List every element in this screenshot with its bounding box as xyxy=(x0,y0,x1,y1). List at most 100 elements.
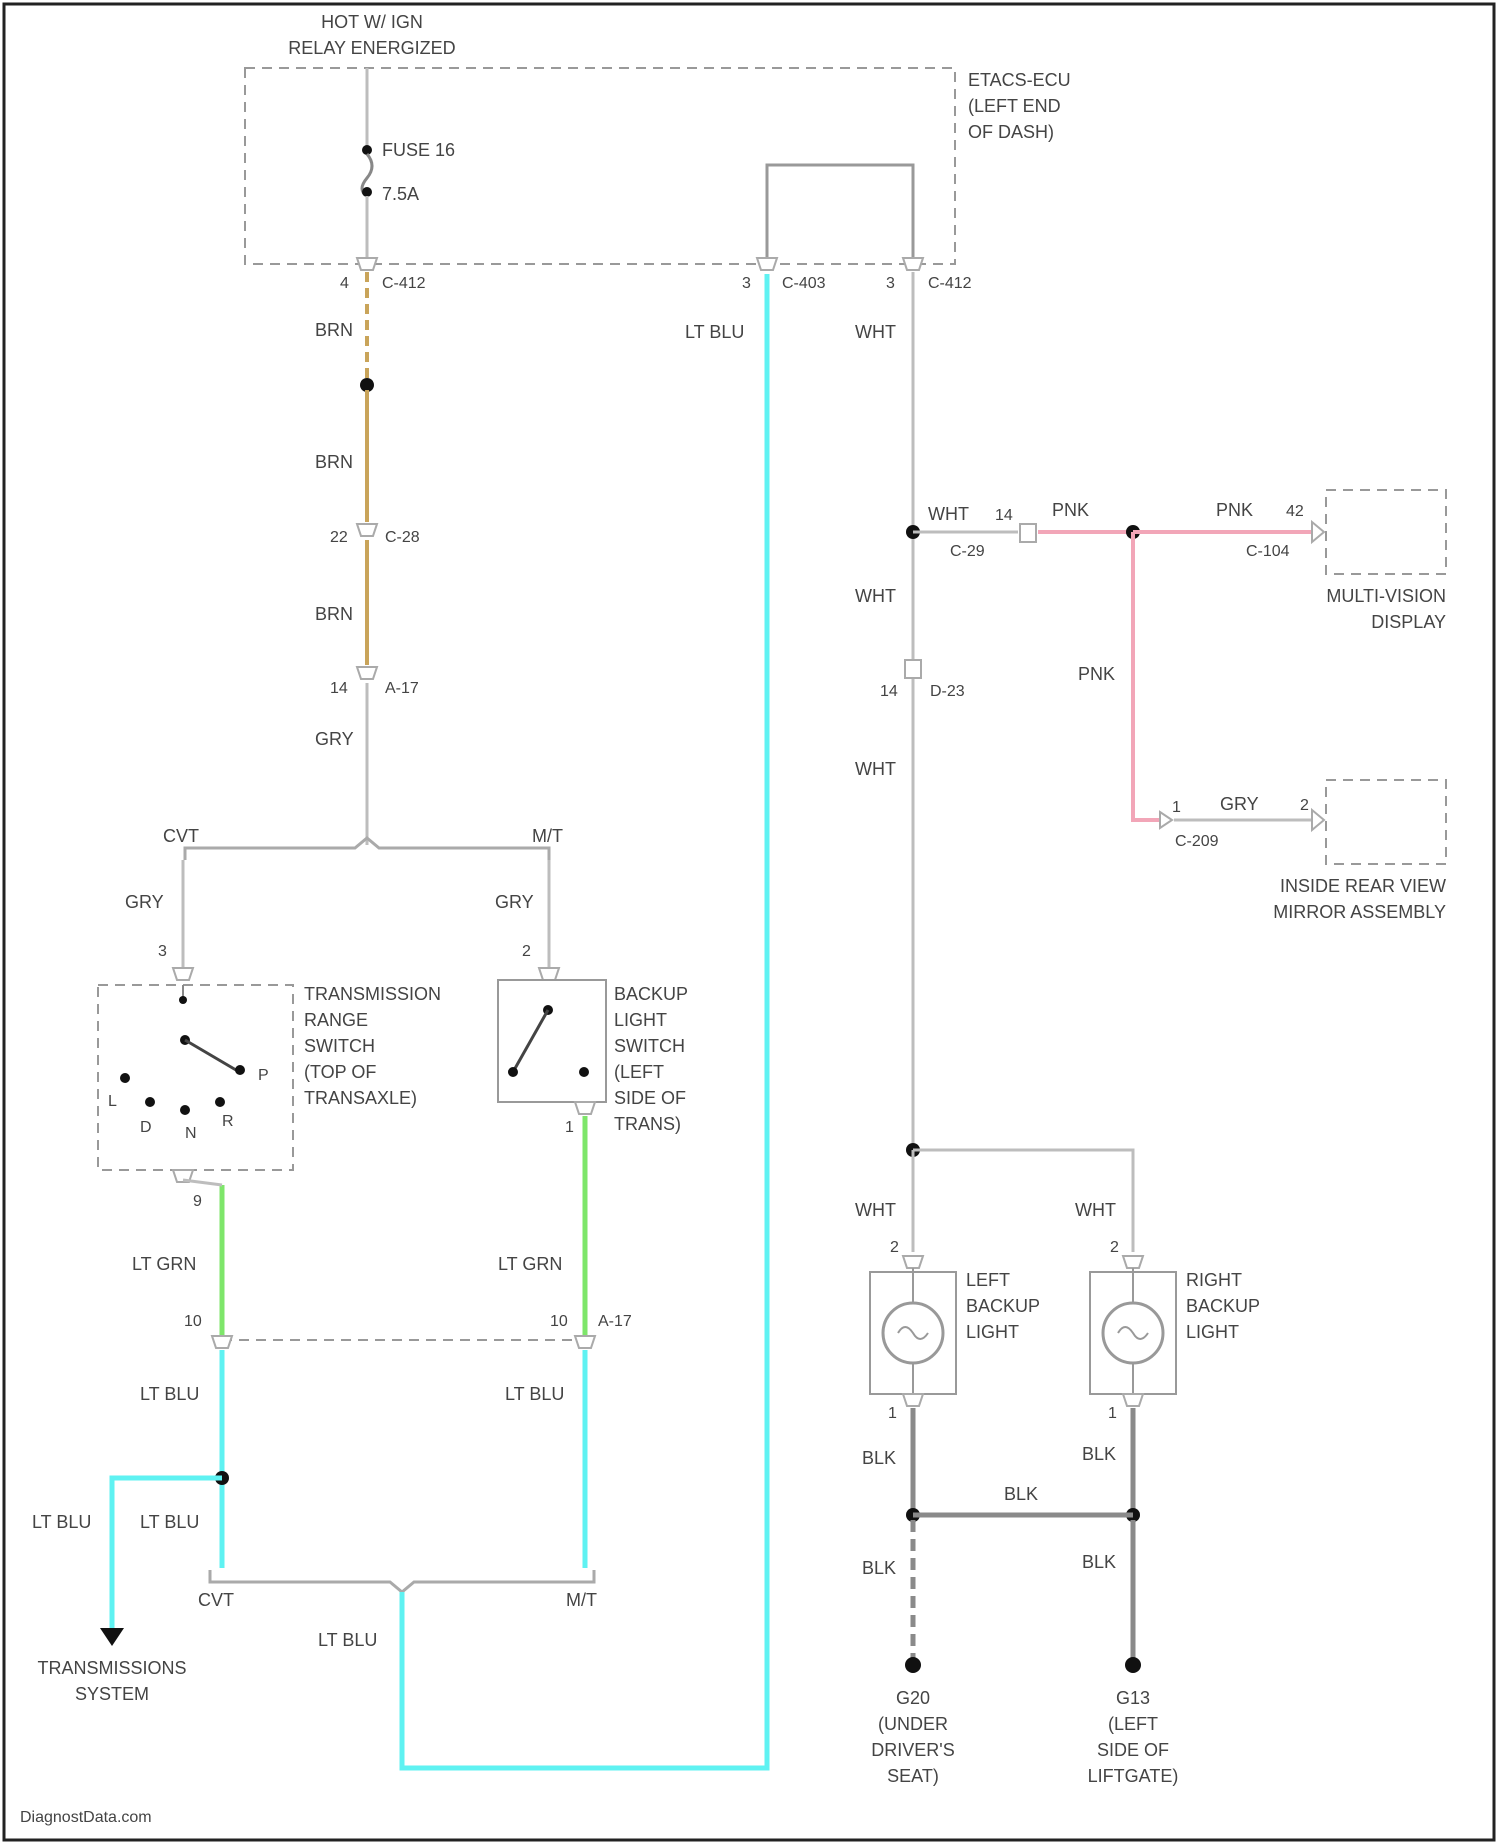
trs-terminal xyxy=(179,996,187,1004)
connector-c209 xyxy=(1160,812,1172,828)
c29-pin: 14 xyxy=(995,507,1013,524)
left-lamp-pin-bottom: 1 xyxy=(888,1405,897,1422)
trs-label-1: TRANSMISSION xyxy=(304,984,441,1004)
right-lamp-pin-bottom: 1 xyxy=(1108,1405,1117,1422)
ground-right-name: G13 xyxy=(1116,1688,1150,1708)
left-lamp-pin-top: 2 xyxy=(890,1239,899,1256)
ltblu-left-label: LT BLU xyxy=(140,1384,199,1404)
pnk-c29-label: PNK xyxy=(1052,500,1089,520)
trs-label-3: SWITCH xyxy=(304,1036,375,1056)
connector-a17-bottom-left xyxy=(212,1336,232,1348)
mirror-label-1: INSIDE REAR VIEW xyxy=(1280,876,1446,896)
footer-watermark: DiagnostData.com xyxy=(20,1809,152,1826)
connector-bls-bottom xyxy=(575,1102,595,1114)
brn-label-2: BRN xyxy=(315,452,353,472)
trs-label-2: RANGE xyxy=(304,1010,368,1030)
fuse-rating: 7.5A xyxy=(382,184,419,204)
trs-contact xyxy=(185,1040,236,1070)
connector-c28 xyxy=(357,524,377,536)
left-lamp-label-1: LEFT xyxy=(966,1270,1010,1290)
left-lamp-label-3: LIGHT xyxy=(966,1322,1019,1342)
ground-left-icon xyxy=(905,1657,921,1673)
trs-pos-n: N xyxy=(185,1125,197,1142)
d23-pin: 14 xyxy=(880,683,898,700)
ground-right-icon xyxy=(1125,1657,1141,1673)
ground-left-name: G20 xyxy=(896,1688,930,1708)
brn-label-3: BRN xyxy=(315,604,353,624)
c412-right-name: C-412 xyxy=(928,275,972,292)
right-lamp-pin-top: 2 xyxy=(1110,1239,1119,1256)
module-internal-loop xyxy=(767,165,913,258)
c209-pin: 1 xyxy=(1172,799,1181,816)
c29-name: C-29 xyxy=(950,543,985,560)
ground-left-label-2: DRIVER'S xyxy=(871,1740,954,1760)
backup-switch-box xyxy=(498,980,606,1102)
gry-cvt-label: GRY xyxy=(125,892,164,912)
c403-pin: 3 xyxy=(742,275,751,292)
connector-d23 xyxy=(905,660,921,678)
mirror-label-2: MIRROR ASSEMBLY xyxy=(1273,902,1446,922)
c412-left-name: C-412 xyxy=(382,275,426,292)
blk-right-bot-label: BLK xyxy=(1082,1552,1116,1572)
bls-terminal-bottom xyxy=(579,1067,589,1077)
fuse-terminal-bottom xyxy=(362,187,372,197)
brn-label-1: BRN xyxy=(315,320,353,340)
c28-name: C-28 xyxy=(385,529,420,546)
wht-top-label: WHT xyxy=(855,322,896,342)
split-top-mt: M/T xyxy=(532,826,563,846)
trs-pos-l: L xyxy=(108,1093,117,1110)
pnk-c104-label: PNK xyxy=(1216,500,1253,520)
a17-top-name: A-17 xyxy=(385,680,419,697)
right-lamp-label-2: BACKUP xyxy=(1186,1296,1260,1316)
supply-label-2: RELAY ENERGIZED xyxy=(288,38,455,58)
mirror-box xyxy=(1326,780,1446,864)
module-label-2: (LEFT END xyxy=(968,96,1061,116)
a17-top-pin: 14 xyxy=(330,680,348,697)
ltgrn-right-label: LT GRN xyxy=(498,1254,562,1274)
blk-right-top-label: BLK xyxy=(1082,1444,1116,1464)
d23-name: D-23 xyxy=(930,683,965,700)
bls-pin-bottom: 1 xyxy=(565,1119,574,1136)
trs-pos-p-dot xyxy=(235,1065,245,1075)
split-bracket-bottom xyxy=(210,1570,594,1592)
connector-left-lamp-bottom xyxy=(903,1394,923,1406)
gry-mirror-label: GRY xyxy=(1220,794,1259,814)
c412-right-pin: 3 xyxy=(886,275,895,292)
bls-label-1: BACKUP xyxy=(614,984,688,1004)
pnk-vert-wire xyxy=(1133,532,1160,820)
bls-label-4: (LEFT xyxy=(614,1062,664,1082)
a17-bottom-pin-left: 10 xyxy=(184,1313,202,1330)
trs-pos-l-dot xyxy=(120,1073,130,1083)
left-lamp-label-2: BACKUP xyxy=(966,1296,1040,1316)
multi-vision-label-1: MULTI-VISION xyxy=(1326,586,1446,606)
ground-right-label-3: LIFTGATE) xyxy=(1088,1766,1179,1786)
pnk-vert-label: PNK xyxy=(1078,664,1115,684)
right-lamp-label-1: RIGHT xyxy=(1186,1270,1242,1290)
trs-label-4: (TOP OF xyxy=(304,1062,376,1082)
split-bottom-cvt: CVT xyxy=(198,1590,234,1610)
module-label-1: ETACS-ECU xyxy=(968,70,1071,90)
ltblu-top-label: LT BLU xyxy=(685,322,744,342)
trans-system-label-1: TRANSMISSIONS xyxy=(37,1658,186,1678)
ltgrn-left-label: LT GRN xyxy=(132,1254,196,1274)
bls-pivot xyxy=(508,1067,518,1077)
trs-pin-bottom: 9 xyxy=(193,1193,202,1210)
c28-pin: 22 xyxy=(330,529,348,546)
wht-c29-label: WHT xyxy=(928,504,969,524)
connector-mirror xyxy=(1312,810,1324,830)
fuse-terminal-top xyxy=(362,145,372,155)
connector-c412-left xyxy=(357,258,377,270)
trs-pos-r-dot xyxy=(215,1097,225,1107)
c209-pin-right: 2 xyxy=(1300,797,1309,814)
multi-vision-label-2: DISPLAY xyxy=(1371,612,1446,632)
c104-name: C-104 xyxy=(1246,543,1290,560)
ground-left-label-1: (UNDER xyxy=(878,1714,948,1734)
wht-right-lamp-label: WHT xyxy=(1075,1200,1116,1220)
trs-pos-d: D xyxy=(140,1119,152,1136)
bls-label-5: SIDE OF xyxy=(614,1088,686,1108)
bls-label-3: SWITCH xyxy=(614,1036,685,1056)
split-bottom-mt: M/T xyxy=(566,1590,597,1610)
connector-a17-top xyxy=(357,667,377,679)
connector-c29 xyxy=(1020,524,1036,542)
